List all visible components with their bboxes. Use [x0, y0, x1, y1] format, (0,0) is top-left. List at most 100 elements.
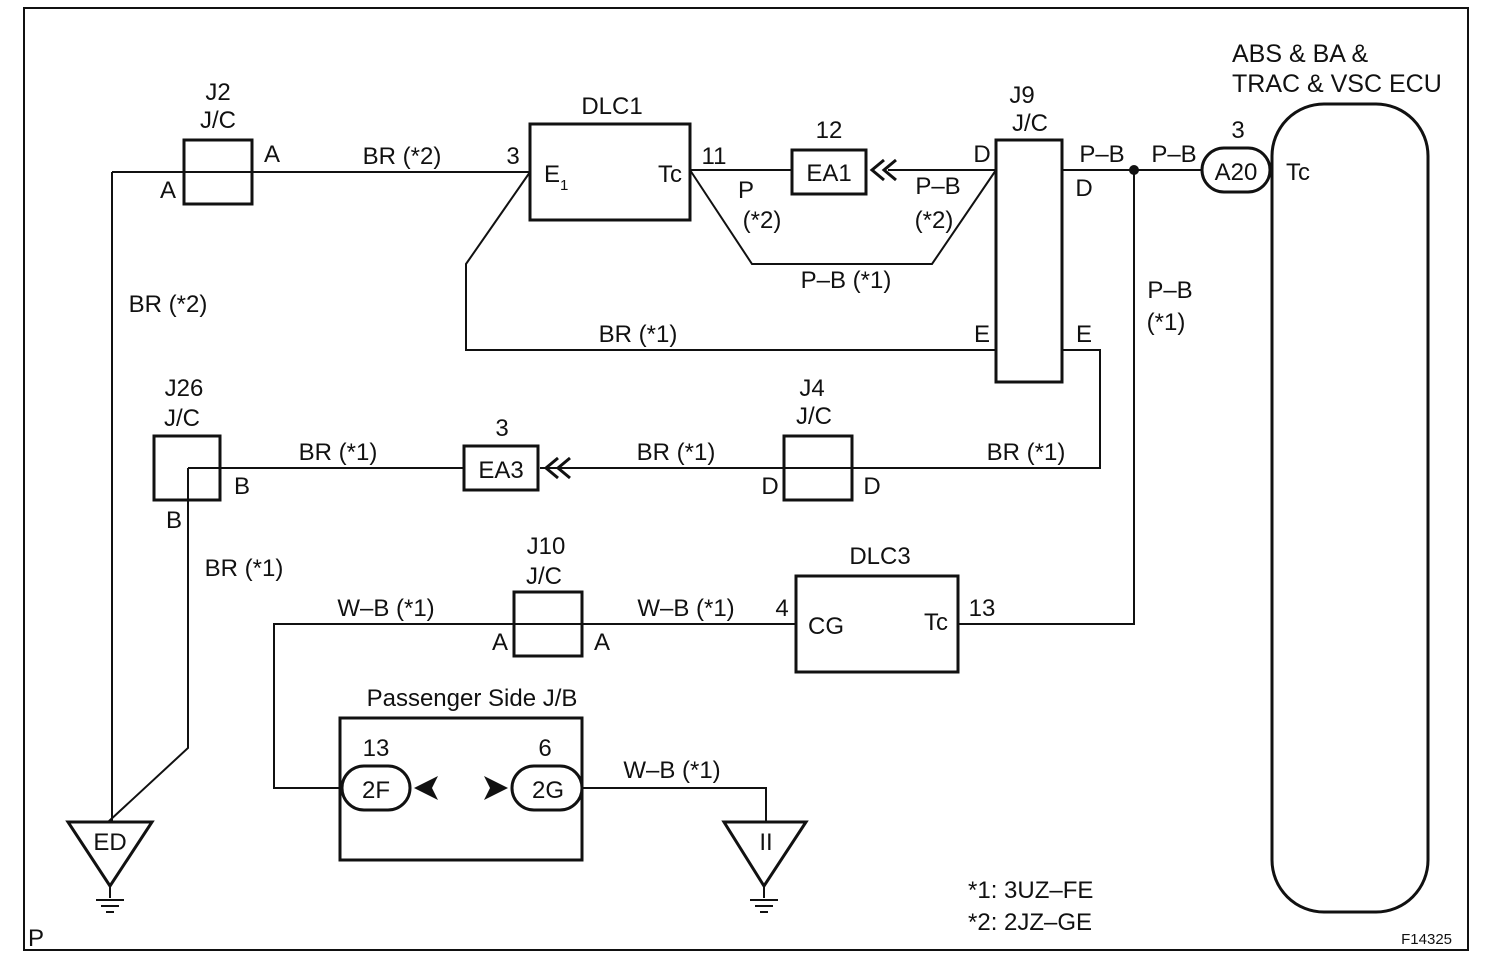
- jb-left-conn: 2F: [362, 777, 390, 804]
- ea1-chevron-icon: [869, 158, 897, 182]
- jb-right-pin: 6: [538, 735, 551, 762]
- jb-right-arrow-icon: [484, 776, 508, 800]
- dlc3-pin-cg: CG: [808, 613, 844, 640]
- dlc1-pin-tc: Tc: [658, 161, 682, 188]
- figure-id: F14325: [1401, 931, 1452, 948]
- note-2: *2: 2JZ–GE: [968, 909, 1092, 936]
- j2-pin-out: A: [264, 141, 280, 168]
- jb-right-conn: 2G: [532, 777, 564, 804]
- connector-a20: A20 3: [1200, 117, 1272, 194]
- wire-2g-ii: [582, 787, 767, 822]
- j10-name: J10: [527, 533, 566, 560]
- junction-block-passenger: Passenger Side J/B 2F 13 2G 6: [338, 685, 584, 862]
- junction-j4: J4 J/C D D: [761, 375, 881, 502]
- ground-ii-icon: [750, 886, 778, 913]
- label-splice-ecu: P–B: [1151, 141, 1196, 168]
- j9-pin-e-right: E: [1076, 321, 1092, 348]
- label-ea1-j9-1: P–B: [915, 173, 960, 200]
- ground-ii-name: II: [759, 829, 772, 856]
- label-ea3-j4: BR (*1): [637, 439, 716, 466]
- j2-name: J2: [205, 79, 230, 106]
- j10-type: J/C: [526, 563, 562, 590]
- label-splice-down-1: P–B: [1147, 277, 1192, 304]
- ground-ed-icon: [96, 886, 124, 913]
- j4-name: J4: [799, 375, 824, 402]
- dlc3-pin-num-cg: 4: [775, 595, 788, 622]
- j9-pin-d-left: D: [973, 141, 990, 168]
- ground-ed: ED: [65, 820, 155, 913]
- label-ed-j2: BR (*2): [129, 291, 208, 318]
- j26-name: J26: [165, 375, 204, 402]
- ea1-pin: 12: [816, 117, 843, 144]
- label-splice-down-2: (*1): [1147, 309, 1186, 336]
- label-j10-dlc3: W–B (*1): [637, 595, 734, 622]
- j9-type: J/C: [1012, 110, 1048, 137]
- dlc1-pin-num-e1: 3: [506, 143, 519, 170]
- jb-left-arrow-icon: [414, 776, 438, 800]
- label-j26-ed: BR (*1): [205, 555, 284, 582]
- corner-code: P: [28, 925, 44, 952]
- j9-pin-d-right: D: [1075, 175, 1092, 202]
- label-ea1-j9-2: (*2): [915, 207, 954, 234]
- j26-pin-b-bottom: B: [166, 507, 182, 534]
- a20-pin: 3: [1231, 117, 1244, 144]
- notes: *1: 3UZ–FE *2: 2JZ–GE P F14325: [28, 877, 1452, 952]
- j4-pin-right: D: [863, 473, 880, 500]
- j9-pin-e-left: E: [974, 321, 990, 348]
- dlc1-pin-num-tc: 11: [702, 143, 727, 170]
- splice-dot: [1129, 165, 1139, 175]
- label-dlc1-ea1-2: (*2): [743, 207, 782, 234]
- wire-dlc1-e1-j9-e: [465, 171, 996, 351]
- connector-ea1: EA1 12: [790, 117, 897, 196]
- junction-j10: J10 J/C A A: [492, 533, 610, 658]
- j4-pin-left: D: [761, 473, 778, 500]
- label-e1-j9: BR (*1): [599, 321, 678, 348]
- label-j9-ecu: P–B: [1079, 141, 1124, 168]
- j10-pin-left: A: [492, 629, 508, 656]
- note-1: *1: 3UZ–FE: [968, 877, 1093, 904]
- j26-pin-b-right: B: [234, 473, 250, 500]
- a20-name: A20: [1215, 159, 1258, 186]
- wire-dlc1-j9-bypass: [689, 169, 997, 265]
- dlc3-name: DLC3: [849, 543, 910, 570]
- label-dlc1-ea1-1: P: [738, 177, 754, 204]
- j2-pin-in: A: [160, 177, 176, 204]
- ecu-abs: ABS & BA & TRAC & VSC ECU Tc: [1232, 40, 1442, 914]
- label-bypass: P–B (*1): [801, 267, 892, 294]
- wire-j9-j4: [852, 349, 1101, 469]
- label-j4-j9: BR (*1): [987, 439, 1066, 466]
- connector-dlc3: DLC3 CG Tc 4 13: [775, 543, 996, 674]
- dlc1-name: DLC1: [581, 93, 642, 120]
- junction-j26: J26 J/C B B: [152, 375, 250, 534]
- dlc1-pin-e1: E1: [544, 161, 568, 194]
- label-j2-dlc1: BR (*2): [363, 143, 442, 170]
- diagram-frame: [23, 7, 1469, 951]
- ecu-title-line1: ABS & BA &: [1232, 40, 1369, 68]
- ea3-pin: 3: [495, 415, 508, 442]
- j2-type: J/C: [200, 107, 236, 134]
- j9-name: J9: [1009, 82, 1034, 109]
- label-jb-ii: W–B (*1): [623, 757, 720, 784]
- jb-name: Passenger Side J/B: [367, 685, 578, 712]
- ea1-name: EA1: [806, 160, 851, 187]
- ea3-chevron-icon: [543, 456, 571, 480]
- connector-dlc1: DLC1 E1 Tc 3 11: [506, 93, 727, 222]
- ecu-terminal: Tc: [1286, 159, 1310, 186]
- j4-type: J/C: [796, 403, 832, 430]
- connector-ea3: EA3 3: [462, 415, 571, 492]
- dlc3-pin-tc: Tc: [924, 609, 948, 636]
- junction-j2: J2 J/C A A: [160, 79, 280, 206]
- label-j10-left: W–B (*1): [337, 595, 434, 622]
- ecu-title-line2: TRAC & VSC ECU: [1232, 70, 1442, 98]
- ground-ed-name: ED: [93, 829, 126, 856]
- label-j26-ea3: BR (*1): [299, 439, 378, 466]
- j26-type: J/C: [164, 405, 200, 432]
- j10-pin-right: A: [594, 629, 610, 656]
- junction-j9: J9 J/C D D E E: [973, 82, 1093, 384]
- jb-left-pin: 13: [363, 735, 390, 762]
- wire-labels: BR (*2) BR (*2) P (*2) P–B (*2) P–B (*1)…: [129, 141, 1197, 784]
- ea3-name: EA3: [478, 457, 523, 484]
- dlc3-pin-num-tc: 13: [969, 595, 996, 622]
- ground-ii: II: [721, 820, 809, 913]
